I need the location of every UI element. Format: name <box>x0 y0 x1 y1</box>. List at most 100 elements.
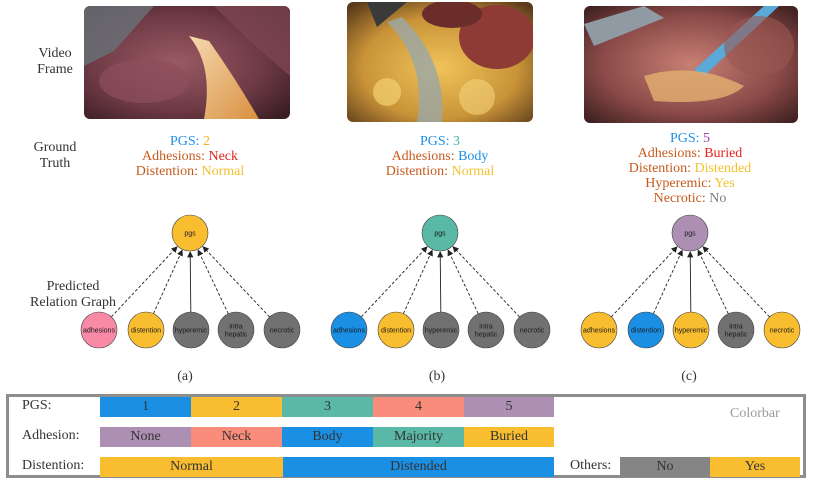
video-frame-a <box>84 6 290 119</box>
pgs-node-label: pgs <box>184 231 196 238</box>
gt-key: Distention <box>628 161 688 176</box>
gt-key: PGS <box>169 134 196 149</box>
ground-truth-c: PGS: 5 Adhesions: Buried Distention: Dis… <box>610 131 770 206</box>
gt-line: Distention: Normal <box>385 164 495 179</box>
distention-cell: Distended <box>283 457 554 477</box>
attribute-node <box>580 311 618 349</box>
attribute-node-label: necrotic <box>520 328 545 335</box>
relation-edge <box>610 246 678 318</box>
ground-truth-a: PGS: 2 Adhesions: Neck Distention: Norma… <box>110 134 270 179</box>
gt-value: Normal <box>201 164 245 179</box>
gt-key: Hyperemic <box>645 176 708 191</box>
attribute-node <box>263 311 301 349</box>
caption-c: (c) <box>681 369 697 384</box>
gt-line: Adhesions: Neck <box>141 149 239 164</box>
gt-line: PGS: 3 <box>419 134 461 149</box>
gt-value: Neck <box>208 149 239 164</box>
gt-value: 2 <box>203 134 211 149</box>
relation-edge <box>197 249 229 314</box>
video-frame-b <box>347 2 533 122</box>
gt-line: Hyperemic: Yes <box>645 176 735 191</box>
relation-edge <box>447 249 479 314</box>
colorbar-title: Colorbar <box>730 406 780 421</box>
attribute-node <box>377 311 415 349</box>
attribute-node <box>422 311 460 349</box>
gt-key: Adhesions <box>141 149 202 164</box>
attribute-node <box>80 311 118 349</box>
relation-edge <box>153 249 183 314</box>
ground-truth-b: PGS: 3 Adhesions: Body Distention: Norma… <box>360 134 520 179</box>
gt-value: No <box>709 191 727 206</box>
attribute-node <box>513 311 551 349</box>
gt-key: Adhesions <box>637 146 697 161</box>
relation-edge <box>360 246 428 318</box>
attribute-node <box>217 311 255 349</box>
caption-b: (b) <box>428 369 446 384</box>
gt-line: PGS: 5 <box>669 131 711 146</box>
attribute-node <box>672 311 710 349</box>
relation-edge <box>403 249 433 314</box>
colorbar-distention-label: Distention: <box>22 458 85 473</box>
gt-value: Yes <box>714 176 735 191</box>
gt-value: Distended <box>694 161 752 176</box>
pgs-node <box>671 214 709 252</box>
attribute-node <box>717 311 755 349</box>
gt-key: Necrotic <box>653 191 702 206</box>
adhesion-cell: None <box>100 427 191 447</box>
gt-key: Distention <box>135 164 195 179</box>
gt-line: Distention: Normal <box>135 164 245 179</box>
pgs-cell: 5 <box>464 397 554 417</box>
attribute-node <box>127 311 165 349</box>
row-label-ground-truth: Ground Truth <box>33 140 77 171</box>
attribute-node <box>330 311 368 349</box>
pgs-node <box>421 214 459 252</box>
attribute-node <box>763 311 801 349</box>
gt-key: PGS <box>669 131 696 146</box>
gt-line: Distention: Distended <box>628 161 752 176</box>
row-label-video-frame: Video Frame <box>37 46 73 77</box>
attribute-node <box>627 311 665 349</box>
video-frame-c <box>584 6 798 123</box>
adhesion-cell: Neck <box>191 427 282 447</box>
relation-edge <box>202 246 270 318</box>
attribute-node-label: hyperemic <box>175 328 208 335</box>
relation-edge <box>452 246 520 318</box>
attribute-node-label: hyperemic <box>425 328 458 335</box>
others-cell: Yes <box>710 457 800 477</box>
gt-line: Adhesions: Buried <box>637 146 743 161</box>
colorbar-adhesion-label: Adhesion: <box>22 428 80 443</box>
gt-line: Necrotic: No <box>653 191 727 206</box>
row-label-predicted-relation-graph: Predicted Relation Graph <box>30 279 116 310</box>
attribute-node-label: necrotic <box>770 328 795 335</box>
attribute-node-label: adhesions <box>333 328 365 335</box>
distention-cell: Normal <box>100 457 283 477</box>
gt-value: 5 <box>703 131 711 146</box>
attribute-node <box>172 311 210 349</box>
gt-line: PGS: 2 <box>169 134 211 149</box>
attribute-node-label: hyperemic <box>675 328 708 335</box>
endoscopy-image-c <box>584 6 798 123</box>
attribute-node-label: distention <box>631 328 661 335</box>
adhesion-cell: Body <box>282 427 373 447</box>
attribute-node-label: distention <box>381 328 411 335</box>
pgs-node-label: pgs <box>684 231 696 238</box>
adhesion-cell: Buried <box>464 427 554 447</box>
pgs-node <box>171 214 209 252</box>
pgs-node-label: pgs <box>434 231 446 238</box>
pgs-cell: 3 <box>282 397 373 417</box>
gt-key: Adhesions <box>391 149 451 164</box>
gt-key: PGS <box>419 134 446 149</box>
pgs-cell: 4 <box>373 397 464 417</box>
attribute-node-label: adhesions <box>83 328 115 335</box>
gt-value: Normal <box>451 164 495 179</box>
attribute-node-label: distention <box>131 328 161 335</box>
relation-edge <box>110 246 178 318</box>
relation-edge <box>653 249 683 314</box>
gt-value: Buried <box>704 146 743 161</box>
attribute-node-label: necrotic <box>270 328 295 335</box>
